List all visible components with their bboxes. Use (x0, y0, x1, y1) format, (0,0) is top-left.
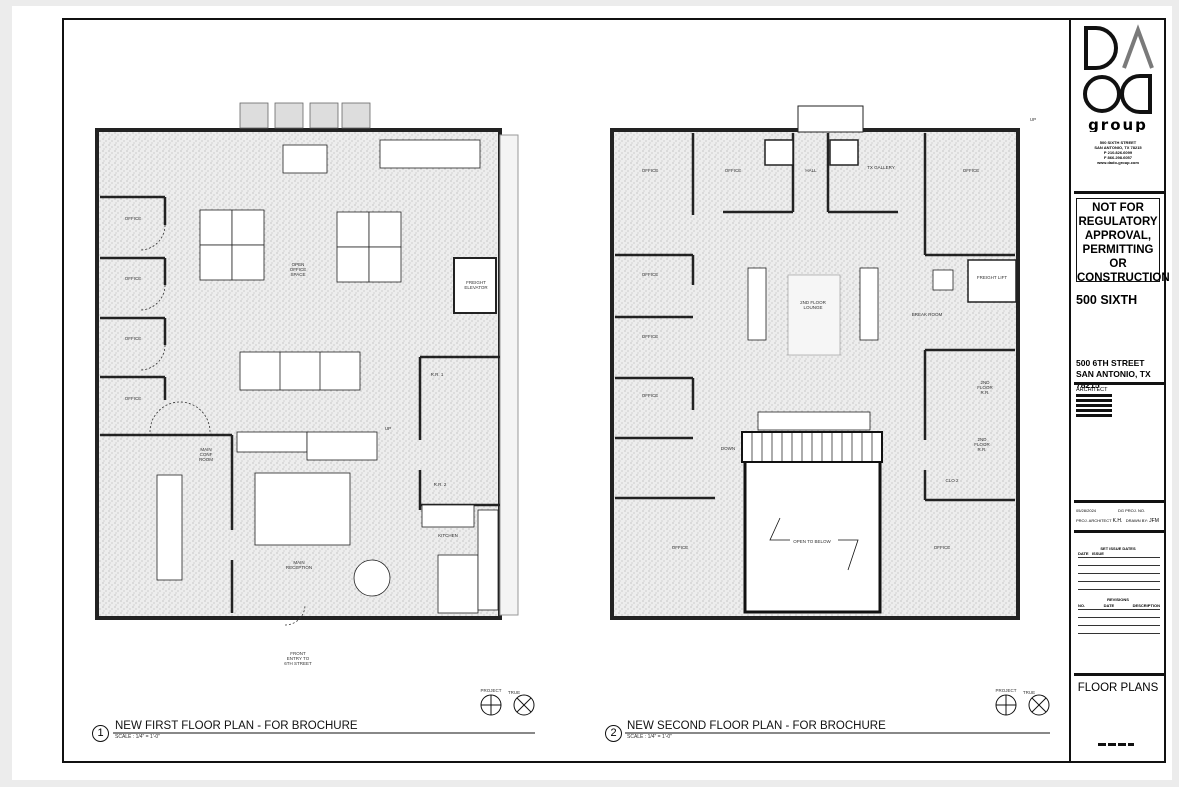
room-label: OFFICE (641, 393, 659, 398)
room-label: 2ND FLOOR R.R. (977, 380, 993, 395)
revisions-heading: REVISIONS (1107, 597, 1129, 602)
room-label: OFFICE (641, 334, 659, 339)
room-label: 2ND FLOOR LOUNGE (800, 300, 826, 310)
set-issue-cols: DATE ISSUE (1078, 551, 1104, 556)
entry-label: FRONT ENTRY TO 6TH STREET (284, 651, 312, 666)
drawing-number-2: 2 (605, 725, 622, 742)
room-label: R.R. 2 (433, 482, 447, 487)
room-label: OFFICE (124, 276, 142, 281)
room-label: OFFICE (962, 168, 980, 173)
break-line (769, 517, 859, 571)
room-label: HALL (805, 168, 817, 173)
stair-treads (741, 431, 883, 463)
side-walkway (499, 134, 519, 616)
svg-text:group: group (1088, 116, 1148, 132)
second-floor-title: NEW SECOND FLOOR PLAN - FOR BROCHURE (627, 720, 886, 732)
date: 05/28/2024 (1076, 508, 1097, 513)
first-floor-title: NEW FIRST FLOOR PLAN - FOR BROCHURE (115, 720, 358, 732)
sheet-number-mark (1098, 743, 1134, 746)
open-to-below-label: OPEN TO BELOW (793, 539, 831, 544)
room-label: OFFICE (124, 336, 142, 341)
set-issue-heading: SET ISSUE DATES (1100, 546, 1136, 551)
second-floor-furniture (747, 139, 1017, 431)
room-label: FREIGHT ELEVATOR (464, 280, 488, 290)
first-floor-plan (95, 102, 519, 626)
first-floor-scale: SCALE : 1/4" = 1'-0" (115, 734, 160, 740)
room-label: OFFICE (671, 545, 689, 550)
office-walls (100, 195, 500, 613)
open-to-below-void (743, 432, 882, 614)
second-floor-plan (610, 105, 1020, 620)
sheet-border (62, 18, 1166, 763)
exterior-stair (797, 105, 864, 133)
firm-address: 500 SIXTH STREET SAN ANTONIO, TX 78215 P… (1094, 140, 1142, 165)
drawing-number-1: 1 (92, 725, 109, 742)
dado-logo-mark: group (1083, 24, 1154, 134)
stair-down-label: DOWN (720, 446, 736, 451)
project-name: 500 SIXTH (1076, 293, 1138, 307)
room-label: OFFICE (641, 272, 659, 277)
room-label: 2ND FLOOR R.R. (974, 437, 990, 452)
regulatory-notice: NOT FOR REGULATORY APPROVAL, PERMITTING … (1076, 198, 1170, 284)
room-label: FREIGHT LIFT (976, 275, 1008, 280)
north-label: PROJECT (480, 688, 502, 693)
workstations (156, 139, 499, 614)
room-label: MAIN RECEPTION (285, 560, 313, 570)
proj-architect: PROJ. ARCHITECT K.H. DRAWN BY: JFM (1076, 518, 1159, 524)
architect-heading: ARCHITECT (1076, 387, 1108, 393)
project-address: 500 6TH STREET SAN ANTONIO, TX 78215 (1076, 358, 1151, 390)
room-label: OFFICE (124, 396, 142, 401)
room-label: OFFICE (724, 168, 742, 173)
north-label: TRUE (507, 690, 521, 695)
stair-up-label: UP (1029, 117, 1037, 122)
room-label: KITCHEN (438, 533, 458, 538)
north-label: PROJECT (995, 688, 1017, 693)
room-label: OFFICE (933, 545, 951, 550)
room-label: CLO 2 (945, 478, 959, 483)
sheet-title: FLOOR PLANS (1077, 682, 1159, 694)
rooftop-units (239, 102, 371, 129)
room-label: MAIN CONF ROOM (199, 447, 213, 462)
north-arrows (480, 694, 1050, 716)
room-label: OFFICE (641, 168, 659, 173)
room-label: OFFICE (124, 216, 142, 221)
stair-up-label: UP (384, 426, 392, 431)
second-floor-scale: SCALE : 1/4" = 1'-0" (627, 734, 672, 740)
room-label: OPEN OFFICE SPACE (289, 262, 307, 277)
project-no-label: DG PROJ. NO. (1118, 508, 1146, 513)
room-label: R.R. 1 (430, 372, 444, 377)
room-label: TX GALLERY (867, 165, 895, 170)
architect-info-redacted (1076, 394, 1112, 418)
room-label: BREAK ROOM (911, 312, 943, 317)
door-swings (139, 224, 306, 626)
firm-logo: group (1072, 24, 1164, 137)
second-floor-walls (615, 133, 1015, 502)
north-label: TRUE (1022, 690, 1036, 695)
divider (1074, 191, 1164, 194)
